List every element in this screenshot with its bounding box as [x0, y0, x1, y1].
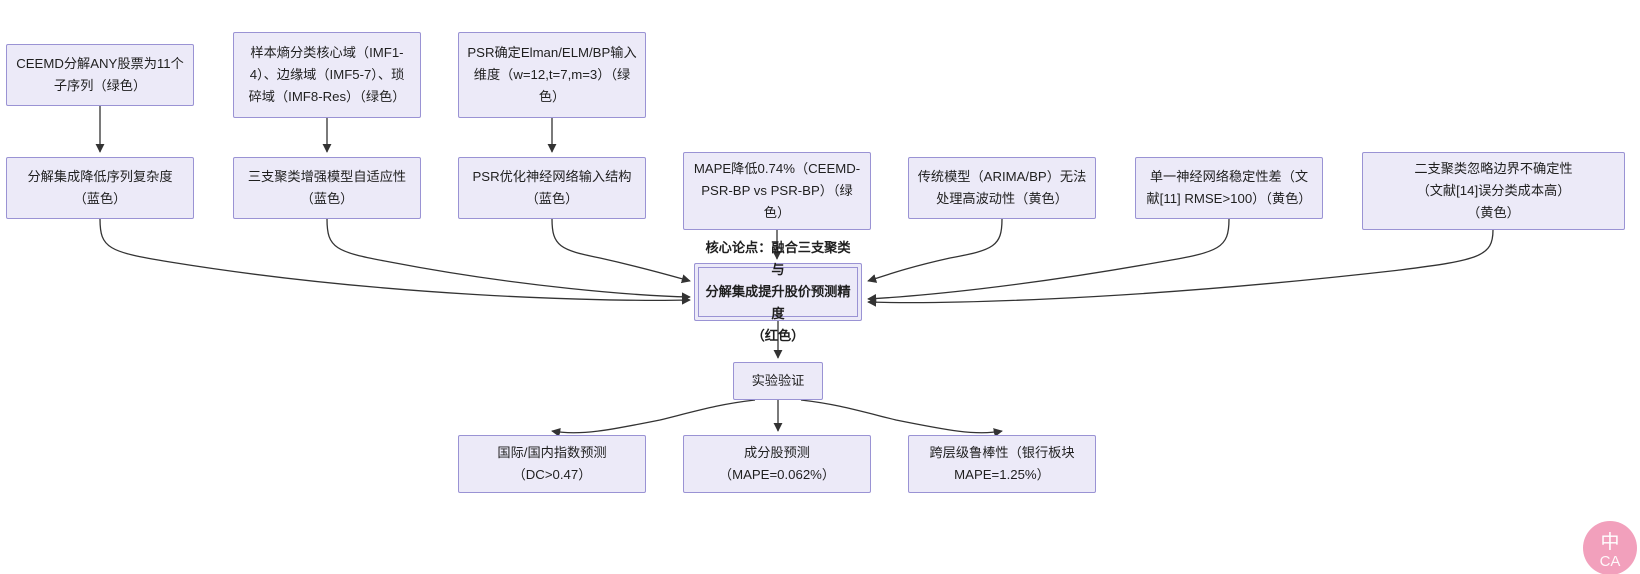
node-psr-input-dimension[interactable]: PSR确定Elman/ELM/BP输入 维度（w=12,t=7,m=3）（绿 色…: [458, 32, 646, 118]
node-two-way-clustering-boundary[interactable]: 二支聚类忽略边界不确定性 （文献[14]误分类成本高） （黄色）: [1362, 152, 1625, 230]
node-label: 单一神经网络稳定性差（文 献[11] RMSE>100）（黄色）: [1146, 169, 1312, 206]
node-label: 成分股预测 （MAPE=0.062%）: [718, 445, 836, 482]
node-label: 传统模型（ARIMA/BP）无法 处理高波动性（黄色）: [917, 169, 1087, 206]
node-label: 国际/国内指数预测 （DC>0.47）: [497, 445, 607, 482]
edge-n8-core: [867, 218, 1003, 283]
edge-n4-core: [99, 218, 691, 305]
node-label: MAPE降低0.74%（CEEMD- PSR-BP vs PSR-BP）（绿 色…: [693, 161, 861, 220]
watermark-badge: 中 CA: [1583, 521, 1637, 574]
edge-n5-core: [326, 218, 691, 302]
node-experimental-validation[interactable]: 实验验证: [733, 362, 823, 400]
node-mape-reduction[interactable]: MAPE降低0.74%（CEEMD- PSR-BP vs PSR-BP）（绿 色…: [683, 152, 871, 230]
node-traditional-models-limitation[interactable]: 传统模型（ARIMA/BP）无法 处理高波动性（黄色）: [908, 157, 1096, 219]
node-reduce-sequence-complexity[interactable]: 分解集成降低序列复杂度 （蓝色）: [6, 157, 194, 219]
node-label: CEEMD分解ANY股票为11个 子序列（绿色）: [16, 56, 184, 93]
node-label: 分解集成降低序列复杂度 （蓝色）: [27, 169, 173, 206]
node-cross-level-robustness-result[interactable]: 跨层级鲁棒性（银行板块 MAPE=1.25%）: [908, 435, 1096, 493]
node-label: 二支聚类忽略边界不确定性 （文献[14]误分类成本高） （黄色）: [1414, 161, 1573, 220]
node-label: PSR确定Elman/ELM/BP输入 维度（w=12,t=7,m=3）（绿 色…: [467, 45, 637, 104]
edge-n6-core: [551, 218, 691, 284]
node-label: PSR优化神经网络输入结构 （蓝色）: [472, 169, 632, 206]
node-sample-entropy-classification[interactable]: 样本熵分类核心域（IMF1- 4）、边缘域（IMF5-7）、琐 碎域（IMF8-…: [233, 32, 421, 118]
node-label: 核心论点：融合三支聚类与 分解集成提升股价预测精度 （红色）: [705, 240, 851, 343]
edge-n9-core: [867, 218, 1230, 304]
edge-n10-core: [867, 229, 1494, 307]
edge-exp-r1: [551, 399, 756, 437]
node-constituent-stock-result[interactable]: 成分股预测 （MAPE=0.062%）: [683, 435, 871, 493]
node-index-prediction-result[interactable]: 国际/国内指数预测 （DC>0.47）: [458, 435, 646, 493]
node-single-network-instability[interactable]: 单一神经网络稳定性差（文 献[11] RMSE>100）（黄色）: [1135, 157, 1323, 219]
node-label: 三支聚类增强模型自适应性 （蓝色）: [247, 169, 407, 206]
node-label: 样本熵分类核心域（IMF1- 4）、边缘域（IMF5-7）、琐 碎域（IMF8-…: [248, 45, 406, 104]
node-label: 实验验证: [751, 373, 805, 388]
node-three-way-clustering-adaptivity[interactable]: 三支聚类增强模型自适应性 （蓝色）: [233, 157, 421, 219]
watermark-line2: CA: [1599, 553, 1621, 570]
node-psr-optimize-network-input[interactable]: PSR优化神经网络输入结构 （蓝色）: [458, 157, 646, 219]
node-ceemd-decomposition[interactable]: CEEMD分解ANY股票为11个 子序列（绿色）: [6, 44, 194, 106]
edge-exp-r3: [800, 399, 1003, 438]
watermark-line1: 中: [1600, 532, 1620, 553]
node-core-thesis[interactable]: 核心论点：融合三支聚类与 分解集成提升股价预测精度 （红色）: [694, 240, 862, 343]
node-label: 跨层级鲁棒性（银行板块 MAPE=1.25%）: [929, 445, 1075, 482]
